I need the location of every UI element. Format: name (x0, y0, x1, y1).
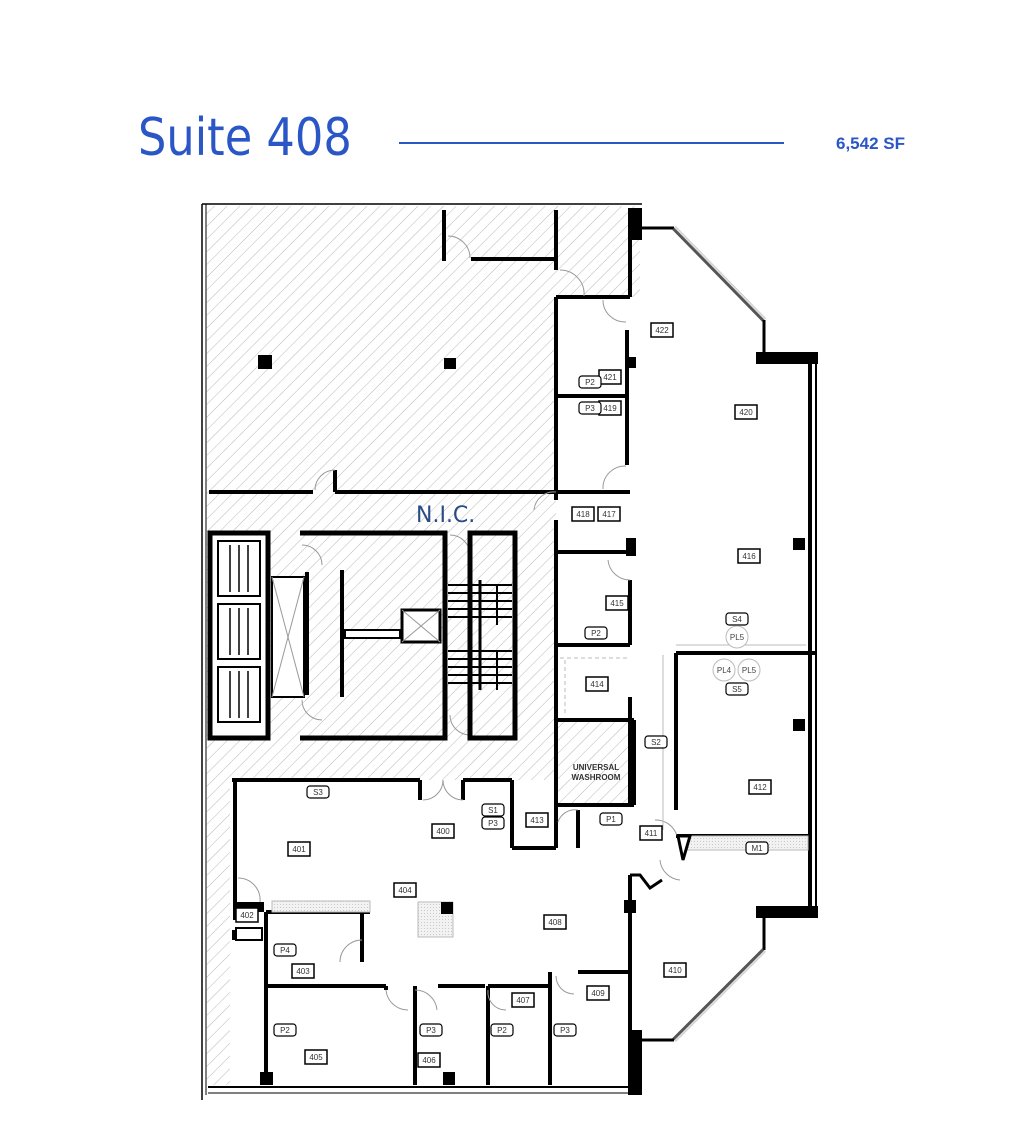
room-422: 422 (650, 322, 674, 338)
light-tag-label: PL5 (730, 633, 745, 642)
room-number: 409 (591, 989, 605, 998)
room-418: 418 (571, 506, 595, 522)
room-number: 405 (309, 1053, 323, 1062)
room-number: 403 (296, 967, 310, 976)
room-416: 416 (737, 548, 761, 564)
washroom-label-line2: WASHROOM (572, 773, 621, 782)
curtain-walls (642, 226, 817, 1042)
light-tag-label: PL4 (717, 666, 732, 675)
fixture-tag-label: M1 (751, 844, 763, 853)
fixture-tag: P3 (419, 1023, 443, 1037)
room-number: 417 (602, 510, 616, 519)
room-number: 415 (610, 599, 624, 608)
suite-title: Suite 408 (138, 108, 352, 168)
fixture-tag: S5 (725, 682, 749, 696)
fixture-tag-label: P2 (497, 1026, 507, 1035)
room-421: 421 (598, 369, 622, 385)
room-number: 404 (398, 886, 412, 895)
room-number: 418 (576, 510, 590, 519)
fixture-tag: S4 (725, 612, 749, 626)
room-410: 410 (663, 962, 687, 978)
room-408: 408 (543, 914, 567, 930)
room-415: 415 (605, 595, 629, 611)
fixture-tag: P3 (481, 816, 505, 830)
room-406: 406 (417, 1052, 441, 1068)
fixture-tag: P4 (273, 943, 297, 957)
room-414: 414 (585, 676, 609, 692)
fixture-tag-label: P3 (426, 1026, 436, 1035)
room-labels: 400 401 402 403 404 405 406 407 408 409 410 411 412 4… (235, 322, 772, 1068)
fixture-tag: P2 (584, 626, 608, 640)
fixture-tag-label: P4 (280, 946, 290, 955)
suite-area: 6,542 SF (836, 134, 905, 153)
room-404: 404 (393, 882, 417, 898)
fixture-tag: P3 (553, 1023, 577, 1037)
room-number: 416 (742, 552, 756, 561)
building-outline (201, 203, 642, 1100)
room-419: 419 (598, 400, 622, 416)
light-tag: PL5 (737, 658, 761, 682)
room-number: 400 (436, 827, 450, 836)
light-tag: PL4 (712, 658, 736, 682)
washroom-label-line1: UNIVERSAL (573, 763, 619, 772)
building-core (207, 530, 518, 741)
fixture-tag-label: P2 (585, 378, 595, 387)
fixture-tag-label: S5 (732, 685, 742, 694)
fixture-tag-label: S2 (651, 738, 661, 747)
plan-header: Suite 408 6,542 SF (0, 0, 1029, 200)
fixture-tag-label: S4 (732, 615, 742, 624)
title-divider (399, 142, 784, 144)
nic-label: N.I.C. (416, 503, 475, 528)
fixture-tag-label: S3 (313, 788, 323, 797)
fixture-tag: M1 (745, 841, 769, 855)
fixture-tag-label: P3 (488, 819, 498, 828)
fixture-tag-label: P3 (560, 1026, 570, 1035)
room-405: 405 (304, 1049, 328, 1065)
fixture-tag: S3 (306, 785, 330, 799)
room-417: 417 (597, 506, 621, 522)
room-420: 420 (734, 404, 758, 420)
fixture-tag-label: P2 (591, 629, 601, 638)
room-402: 402 (235, 907, 259, 923)
millwork (235, 834, 809, 941)
room-411: 411 (639, 825, 663, 841)
fixture-tag-label: P1 (606, 815, 616, 824)
fixture-tag: P2 (578, 375, 602, 389)
room-number: 407 (516, 996, 530, 1005)
fixture-tag: S1 (481, 803, 505, 817)
light-tag: PL5 (725, 625, 749, 649)
fixture-tag-label: S1 (488, 806, 498, 815)
room-number: 421 (603, 373, 617, 382)
room-number: 419 (603, 404, 617, 413)
room-number: 411 (645, 829, 658, 838)
room-number: 408 (548, 918, 562, 927)
room-number: 401 (292, 845, 306, 854)
room-413: 413 (525, 812, 549, 828)
fixture-tag: P1 (599, 812, 623, 826)
room-number: 414 (590, 680, 604, 689)
fixture-tag: P3 (578, 401, 602, 415)
door-swings (237, 235, 681, 1011)
room-401: 401 (287, 841, 311, 857)
room-412: 412 (748, 779, 772, 795)
fixture-tag: S2 (644, 735, 668, 749)
fixture-tag-label: P2 (280, 1026, 290, 1035)
room-number: 406 (422, 1056, 436, 1065)
room-409: 409 (586, 985, 610, 1001)
room-number: 422 (655, 326, 669, 335)
room-number: 412 (753, 783, 767, 792)
room-number: 402 (240, 911, 254, 920)
room-number: 413 (530, 816, 544, 825)
light-tag-label: PL5 (742, 666, 757, 675)
fixture-tag: P2 (273, 1023, 297, 1037)
room-400: 400 (431, 823, 455, 839)
room-403: 403 (291, 963, 315, 979)
room-number: 410 (668, 966, 682, 975)
room-407: 407 (511, 992, 535, 1008)
room-number: 420 (739, 408, 753, 417)
fixture-tag-label: P3 (585, 404, 595, 413)
fixture-tag: P2 (490, 1023, 514, 1037)
